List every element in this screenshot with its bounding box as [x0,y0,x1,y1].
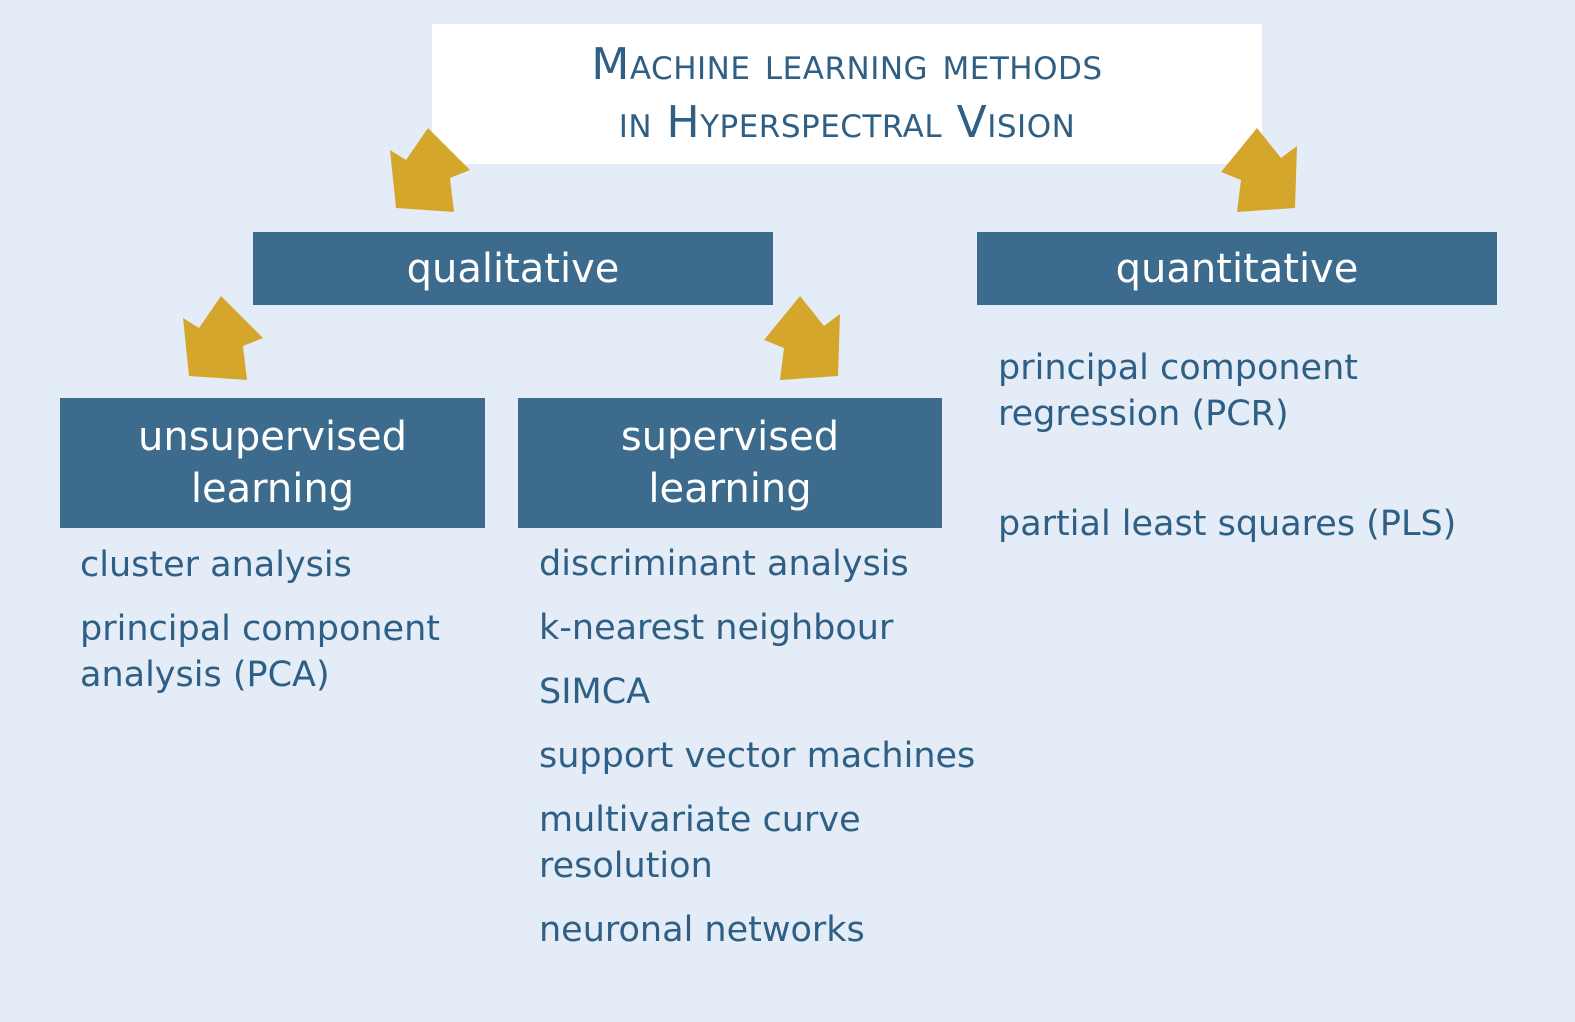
supervised-label-line-2: learning [648,466,812,512]
supervised-methods-list: discriminant analysis k-nearest neighbou… [539,541,979,971]
arrow-to-unsupervised-icon [183,296,263,380]
method-item: SIMCA [539,672,651,712]
arrow-to-qualitative-icon [390,128,470,212]
unsupervised-learning-box: unsupervised learning [60,398,485,528]
qualitative-label: qualitative [406,245,620,292]
method-item: partial least squares (PLS) [998,504,1457,544]
method-item: support vector machines [539,736,976,776]
quantitative-label: quantitative [1115,245,1359,292]
quantitative-methods-list: principal component regression (PCR) par… [998,345,1518,611]
method-item: principal component analysis (PCA) [80,609,440,695]
quantitative-box: quantitative [977,232,1497,305]
arrow-to-supervised-icon [764,296,840,380]
unsupervised-label-line-2: learning [190,466,355,512]
method-item: multivariate curve resolution [539,800,861,886]
title-box: Machine learning methods in Hyperspectra… [432,24,1262,164]
method-item: k-nearest neighbour [539,608,894,648]
qualitative-box: qualitative [253,232,773,305]
unsupervised-methods-list: cluster analysis principal component ana… [80,542,480,716]
title-line-1: Machine learning methods [591,39,1103,90]
arrow-to-quantitative-icon [1221,128,1297,212]
method-item: discriminant analysis [539,544,909,584]
supervised-learning-box: supervised learning [518,398,942,528]
unsupervised-label-line-1: unsupervised [138,414,407,460]
method-item: neuronal networks [539,910,865,950]
method-item: principal component regression (PCR) [998,348,1358,434]
method-item: cluster analysis [80,545,352,585]
supervised-label-line-1: supervised [620,414,840,460]
title-line-2: in Hyperspectral Vision [618,97,1076,148]
